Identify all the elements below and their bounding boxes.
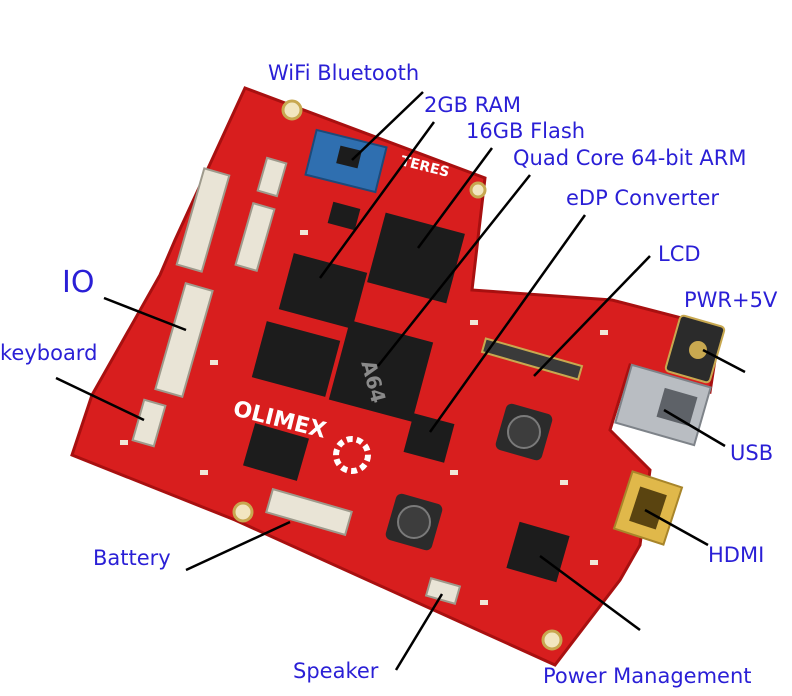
label-pwr: PWR+5V [684,288,778,312]
leader-battery [185,520,291,572]
leader-lcd [533,255,651,377]
io-connector-4 [256,156,288,198]
lcd-connector [480,337,584,381]
audio-chip [243,423,309,481]
hdmi-port-inner [629,486,667,530]
label-power-management: Power Management [543,664,752,688]
leader-hdmi [644,508,709,547]
label-usb: USB [730,441,774,465]
leader-wifi [351,91,424,161]
io-connector-1 [175,167,231,273]
leader-cpu [377,174,531,367]
leader-flash [416,147,494,249]
flash-chip [367,212,465,304]
leader-speaker [394,593,444,671]
label-keyboard: keyboard [0,341,98,365]
open-hardware-logo [333,436,371,474]
smd-components [120,230,608,605]
label-cpu: Quad Core 64-bit ARM [513,146,747,170]
io-connector-2 [154,282,214,398]
label-battery: Battery [93,546,171,570]
wifi-chip [336,145,362,169]
label-hdmi: HDMI [708,543,765,567]
label-speaker: Speaker [293,659,379,683]
leader-io [103,296,187,332]
inductor-1-core [507,415,541,449]
leader-power-mgmt [539,554,641,632]
small-chip [327,201,361,231]
leader-lines [55,91,746,671]
leader-pwr [702,348,746,374]
mounting-hole [469,181,487,199]
ram-chip-1 [278,253,368,329]
ram-chip-2 [251,321,341,397]
inductor-2-core [397,505,431,539]
mounting-hole [541,629,563,651]
cpu-chip [328,320,434,422]
label-wifi-bluetooth: WiFi Bluetooth [268,61,420,85]
usb-port-inner [656,387,698,427]
label-flash: 16GB Flash [466,119,586,143]
label-edp-converter: eDP Converter [566,186,720,210]
leader-edp [428,214,587,433]
leader-ram [318,121,436,279]
edp-chip [403,413,455,463]
mounting-hole [232,501,254,523]
power-jack-pin [689,341,707,359]
battery-connector [265,487,353,537]
mounting-hole [281,99,303,121]
leader-usb [663,408,726,448]
speaker-connector [424,576,462,606]
leader-keyboard [55,376,145,422]
label-ram: 2GB RAM [424,93,521,117]
io-connector-3 [234,201,276,273]
label-io: IO [62,265,95,300]
label-lcd: LCD [658,242,701,266]
keyboard-connector [131,398,167,448]
